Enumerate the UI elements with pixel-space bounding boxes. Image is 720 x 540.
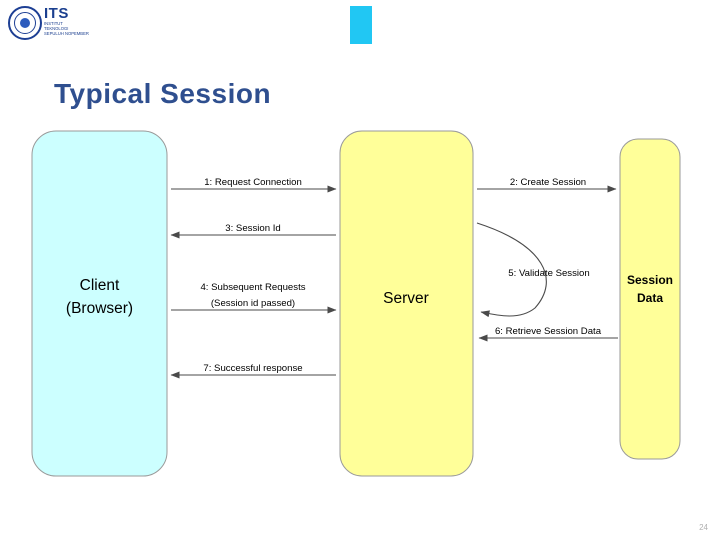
message-5-label: 5: Validate Session	[508, 268, 589, 279]
node-session-data: Session Data	[619, 138, 681, 460]
page-title: Typical Session	[54, 78, 272, 109]
message-7-label: 7: Successful response	[203, 363, 302, 374]
message-3-label: 3: Session Id	[225, 223, 280, 234]
logo-subtext: INSTITUT TEKNOLOGI SEPULUH NOPEMBER	[44, 21, 89, 37]
institution-logo: ITS INSTITUT TEKNOLOGI SEPULUH NOPEMBER	[6, 4, 106, 50]
message-4: 4: Subsequent Requests (Session id passe…	[171, 282, 337, 314]
page-number: 24	[699, 523, 708, 532]
message-6-label: 6: Retrieve Session Data	[495, 326, 602, 337]
node-client: Client (Browser)	[31, 130, 168, 477]
logo-seal-icon	[8, 6, 42, 40]
node-client-label-1: Client	[80, 277, 120, 294]
sequence-diagram: Client (Browser) Server Session Data 1: …	[0, 120, 720, 500]
node-client-label-2: (Browser)	[66, 300, 133, 317]
logo-text: ITS	[44, 5, 69, 22]
message-4-label-2: (Session id passed)	[211, 298, 295, 309]
message-1-label: 1: Request Connection	[204, 177, 302, 188]
accent-bar	[350, 6, 372, 44]
message-2: 2: Create Session	[477, 177, 617, 193]
node-server: Server	[339, 130, 474, 477]
message-7: 7: Successful response	[170, 363, 336, 379]
node-server-label-1: Server	[383, 290, 429, 307]
message-1: 1: Request Connection	[171, 177, 337, 193]
message-2-label: 2: Create Session	[510, 177, 586, 188]
message-5: 5: Validate Session	[476, 222, 590, 318]
node-session-data-label-2: Data	[637, 291, 663, 305]
node-session-data-label-1: Session	[627, 273, 673, 287]
message-3: 3: Session Id	[170, 223, 336, 239]
message-4-label: 4: Subsequent Requests	[200, 282, 305, 293]
message-6: 6: Retrieve Session Data	[478, 326, 618, 342]
